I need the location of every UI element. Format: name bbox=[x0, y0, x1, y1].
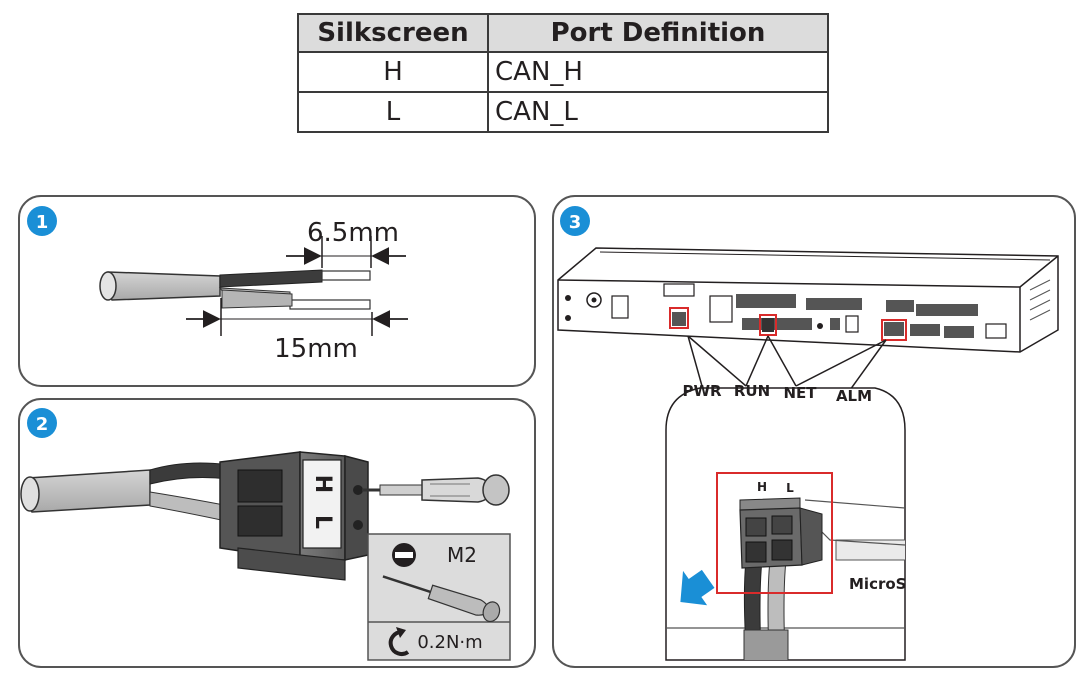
block-label-l: L bbox=[310, 515, 335, 529]
table-header-row: Silkscreen Port Definition bbox=[297, 13, 829, 53]
step-2-badge bbox=[27, 408, 57, 438]
port-label-net: NET bbox=[783, 384, 817, 402]
step-1-badge bbox=[27, 206, 57, 236]
controller-device bbox=[557, 247, 1059, 353]
step-2-number: 2 bbox=[36, 414, 49, 435]
tool-spec-box: M2 0.2N·m bbox=[367, 533, 511, 661]
block-label-h: H bbox=[310, 475, 335, 493]
step-3-badge bbox=[560, 206, 590, 236]
port-label-alm: ALM bbox=[836, 387, 872, 405]
cable-jacket bbox=[105, 271, 221, 301]
step-1-number: 1 bbox=[36, 212, 49, 233]
table-row: L CAN_L bbox=[297, 91, 829, 133]
strip-length-short: 6.5mm bbox=[307, 218, 399, 248]
strip-length-long: 15mm bbox=[274, 334, 358, 364]
tool-size: M2 bbox=[447, 543, 477, 567]
insert-arrow-icon bbox=[680, 569, 715, 606]
mini-screwdriver-icon bbox=[382, 575, 501, 623]
torque-rotate-icon bbox=[388, 629, 410, 656]
cell-silkscreen: H bbox=[297, 51, 489, 93]
microsd-label: MicroSD bbox=[849, 575, 919, 593]
cell-silkscreen: L bbox=[297, 91, 489, 133]
port-label-pwr: PWR bbox=[682, 382, 722, 400]
cell-port-definition: CAN_H bbox=[487, 51, 829, 93]
cell-port-definition: CAN_L bbox=[487, 91, 829, 133]
step-3-panel: 3 bbox=[552, 195, 1076, 668]
step-1-panel: 1 6.5mm 15mm bbox=[18, 195, 536, 387]
screwdriver bbox=[362, 474, 510, 506]
table-row: H CAN_H bbox=[297, 51, 829, 93]
pin-label-h: H bbox=[757, 480, 767, 494]
inset-connector: H L bbox=[739, 480, 823, 569]
connector-highlight bbox=[716, 472, 833, 594]
port-definition-table: Silkscreen Port Definition H CAN_H L CAN… bbox=[297, 13, 829, 133]
header-silkscreen: Silkscreen bbox=[297, 13, 489, 53]
pin-label-l: L bbox=[786, 481, 794, 495]
port-label-run: RUN bbox=[734, 382, 770, 400]
port-leader-lines bbox=[687, 335, 887, 391]
torque-value: 0.2N·m bbox=[417, 632, 482, 653]
terminal-block: H L bbox=[219, 451, 369, 581]
step-3-number: 3 bbox=[569, 212, 582, 233]
header-port-definition: Port Definition bbox=[487, 13, 829, 53]
step-2-panel: 2 H L bbox=[18, 398, 536, 668]
